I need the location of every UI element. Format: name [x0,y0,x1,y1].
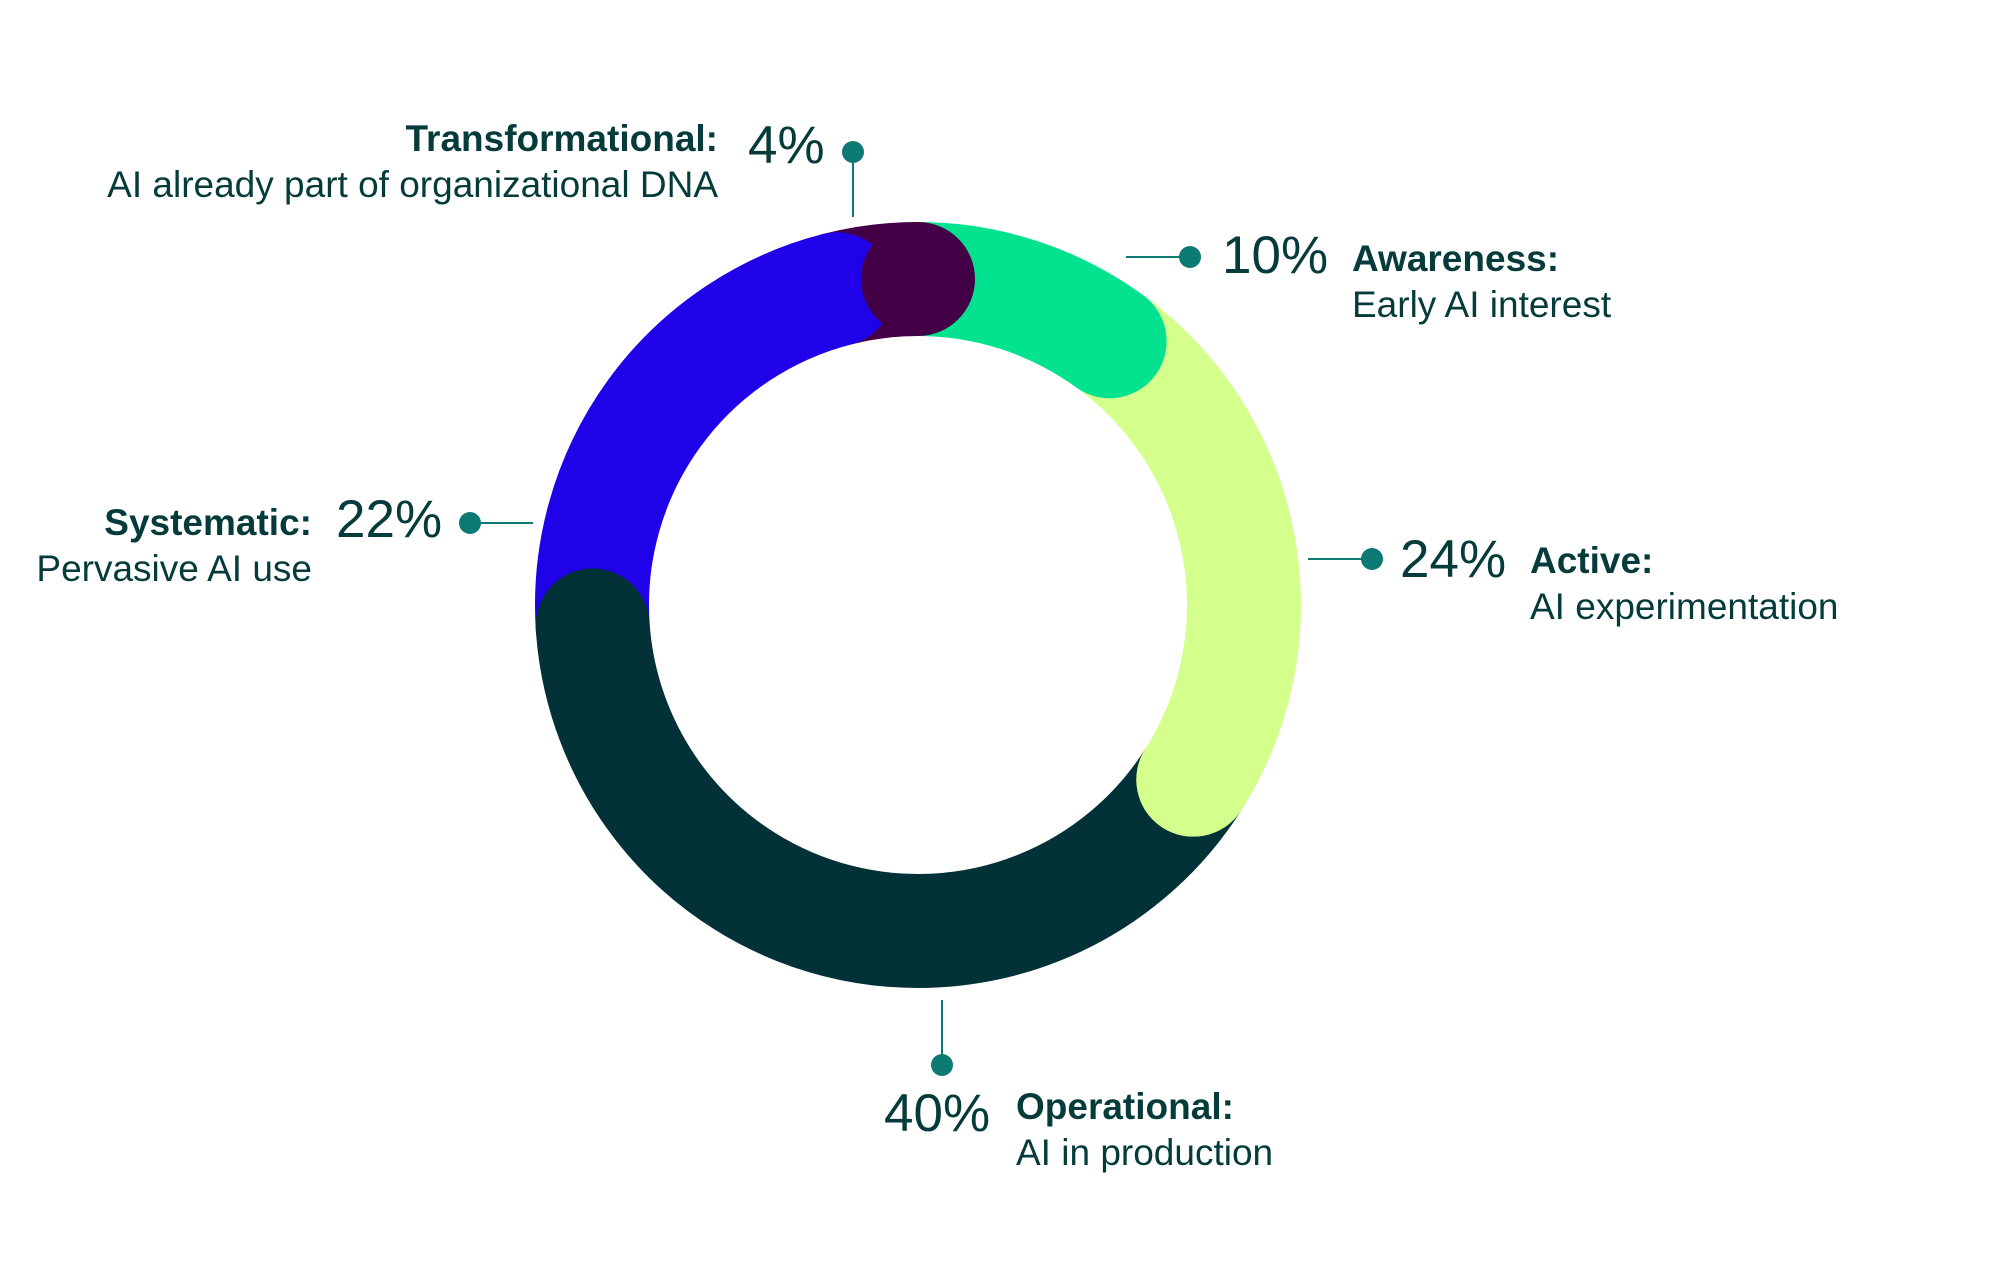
pct-transformational: 4% [748,116,825,175]
label-active-desc: AI experimentation [1530,586,1839,627]
label-operational-name: Operational: [1016,1086,1234,1127]
slice-systematic [535,234,852,630]
slice-active [1075,295,1301,811]
label-systematic-name: Systematic: [104,502,312,543]
pct-operational: 40% [884,1084,991,1143]
label-operational: Operational: AI in production [1016,1084,1273,1176]
pct-systematic: 22% [336,490,443,549]
connector-dot-active [1361,548,1383,570]
slice-cap-active [1136,722,1251,837]
pct-awareness: 10% [1222,226,1329,285]
slice-cap-operational [535,568,650,683]
label-connectors [459,141,1383,1076]
connector-dot-transformational [842,141,864,163]
label-awareness: Awareness: Early AI interest [1352,236,1611,328]
label-active: Active: AI experimentation [1530,538,1839,630]
label-awareness-name: Awareness: [1352,238,1560,279]
slice-cap-transformational [861,222,975,336]
label-transformational-desc: AI already part of organizational DNA [107,164,718,205]
connector-dot-systematic [459,512,481,534]
slice-operational [535,621,1242,988]
label-systematic-desc: Pervasive AI use [36,548,312,589]
label-operational-desc: AI in production [1016,1132,1274,1173]
label-awareness-desc: Early AI interest [1352,284,1612,325]
pct-active: 24% [1400,530,1507,589]
label-transformational-name: Transformational: [405,118,719,159]
slice-cap-awareness [1052,284,1167,399]
connector-dot-awareness [1179,246,1201,268]
label-transformational: Transformational: AI already part of org… [107,116,718,208]
label-active-name: Active: [1530,540,1654,581]
donut-slices [535,222,1301,988]
label-systematic: Systematic: Pervasive AI use [36,500,312,592]
connector-dot-operational [931,1054,953,1076]
